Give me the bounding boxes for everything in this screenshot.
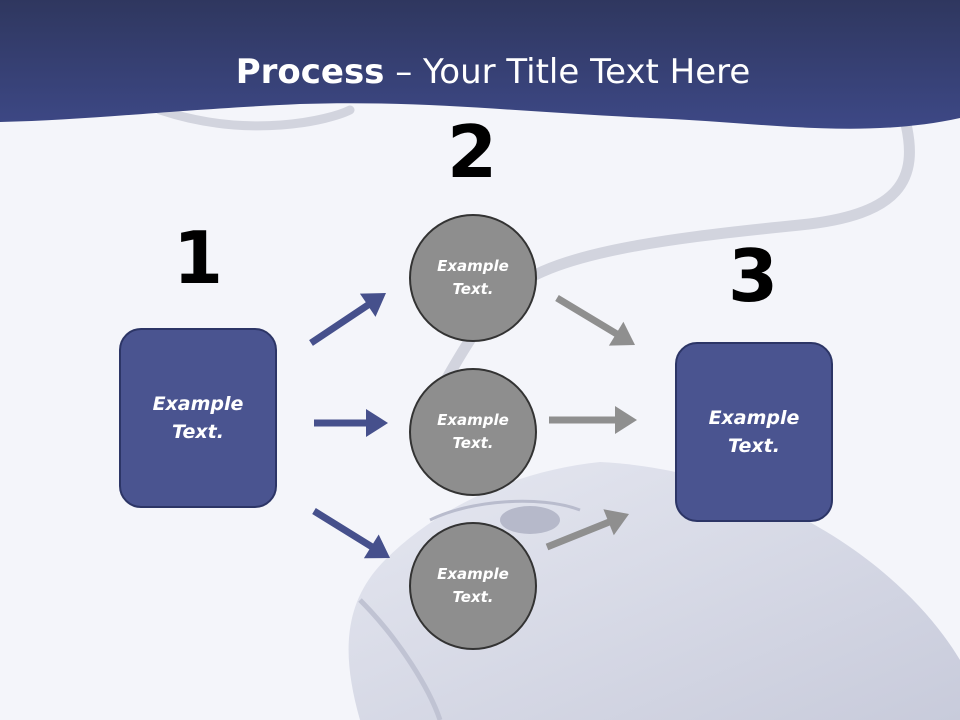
circle-bottom-text: Example Text. xyxy=(437,564,509,606)
arrow-middle-to-right xyxy=(549,406,637,434)
header-band xyxy=(0,0,960,129)
arrow-left-to-bottom xyxy=(312,508,390,559)
left-process-box: Example Text. xyxy=(119,328,277,508)
left-box-text: Example Text. xyxy=(152,392,244,444)
arrow-left-to-middle xyxy=(314,409,388,437)
right-process-box: Example Text. xyxy=(675,342,833,522)
arrow-bottom-to-right xyxy=(545,509,629,551)
circle-top: Example Text. xyxy=(409,214,537,342)
arrow-left-to-top xyxy=(309,293,386,346)
arrow-top-to-right xyxy=(555,295,635,346)
step-number-3: 3 xyxy=(727,234,779,318)
step-number-2: 2 xyxy=(446,110,498,194)
circle-middle-text: Example Text. xyxy=(437,410,509,452)
title-rest: – Your Title Text Here xyxy=(384,52,751,92)
step-number-1: 1 xyxy=(172,216,224,300)
title-bold: Process xyxy=(235,52,385,92)
mouse-image xyxy=(348,462,960,720)
circle-middle: Example Text. xyxy=(409,368,537,496)
slide-title: Process – Your Title Text Here xyxy=(0,52,960,92)
circle-top-text: Example Text. xyxy=(437,256,509,298)
circle-bottom: Example Text. xyxy=(409,522,537,650)
right-box-text: Example Text. xyxy=(708,406,800,458)
